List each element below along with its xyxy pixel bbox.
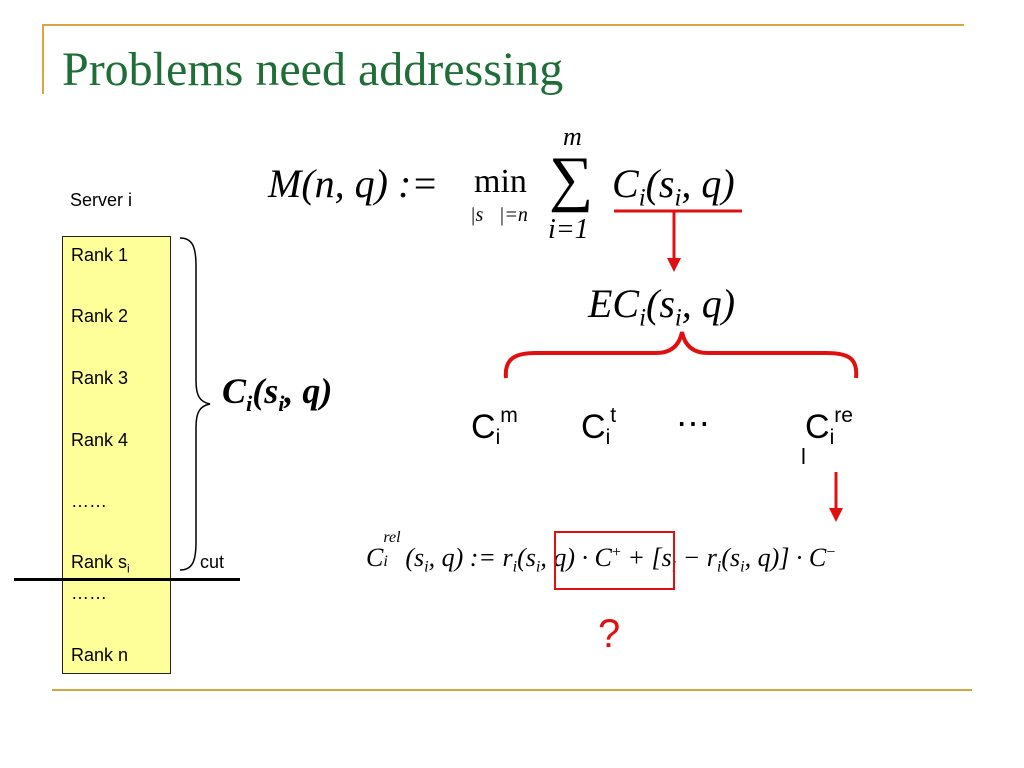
rank-list-box: Rank 1 Rank 2 Rank 3 Rank 4 …… Rank si …… — [62, 236, 171, 674]
rank-item: …… — [71, 491, 107, 511]
cut-label: cut — [200, 552, 225, 572]
question-mark: ? — [598, 612, 621, 656]
component-ellipsis: ⋯ — [676, 405, 710, 443]
rank-item: Rank 2 — [71, 306, 129, 326]
sum-lower: i=1 — [548, 214, 589, 245]
rank-si-prefix: Rank s — [71, 552, 128, 572]
component-cm: Cim — [471, 404, 518, 450]
component-cre: Cire — [805, 404, 853, 450]
main-formula-term: Ci(si, q) — [612, 161, 735, 212]
min-constraint: |s⃗|=n — [470, 204, 528, 226]
top-rule — [42, 24, 964, 26]
server-label: Server i — [70, 190, 133, 210]
component-cre-extra: l — [801, 444, 806, 469]
main-formula-lhs: M(n, q) := — [268, 161, 439, 206]
sum-upper: m — [563, 122, 582, 151]
component-ct: Cit — [581, 404, 617, 450]
rank-item-si: Rank si — [71, 552, 130, 576]
left-rule — [42, 24, 44, 94]
rank-item: Rank 1 — [71, 245, 129, 265]
sum-symbol: ∑ — [549, 145, 594, 213]
rank-si-sub: i — [127, 561, 130, 576]
brace-formula: Ci(si, q) — [222, 371, 333, 416]
cut-line — [14, 578, 240, 581]
min-operator: min — [474, 163, 527, 200]
slide-title: Problems need addressing — [62, 43, 564, 96]
rank-item: …… — [71, 583, 107, 603]
bottom-rule — [52, 689, 972, 691]
highlight-box — [554, 531, 675, 590]
arrow-2 — [829, 472, 843, 522]
rank-item: Rank 4 — [71, 430, 129, 450]
right-brace — [179, 237, 211, 571]
rank-item: Rank 3 — [71, 368, 129, 388]
underline-arrow-1 — [614, 209, 742, 272]
red-curly-brace — [503, 331, 859, 379]
ec-formula: ECi(si, q) — [588, 281, 736, 332]
rank-item: Rank n — [71, 645, 129, 665]
